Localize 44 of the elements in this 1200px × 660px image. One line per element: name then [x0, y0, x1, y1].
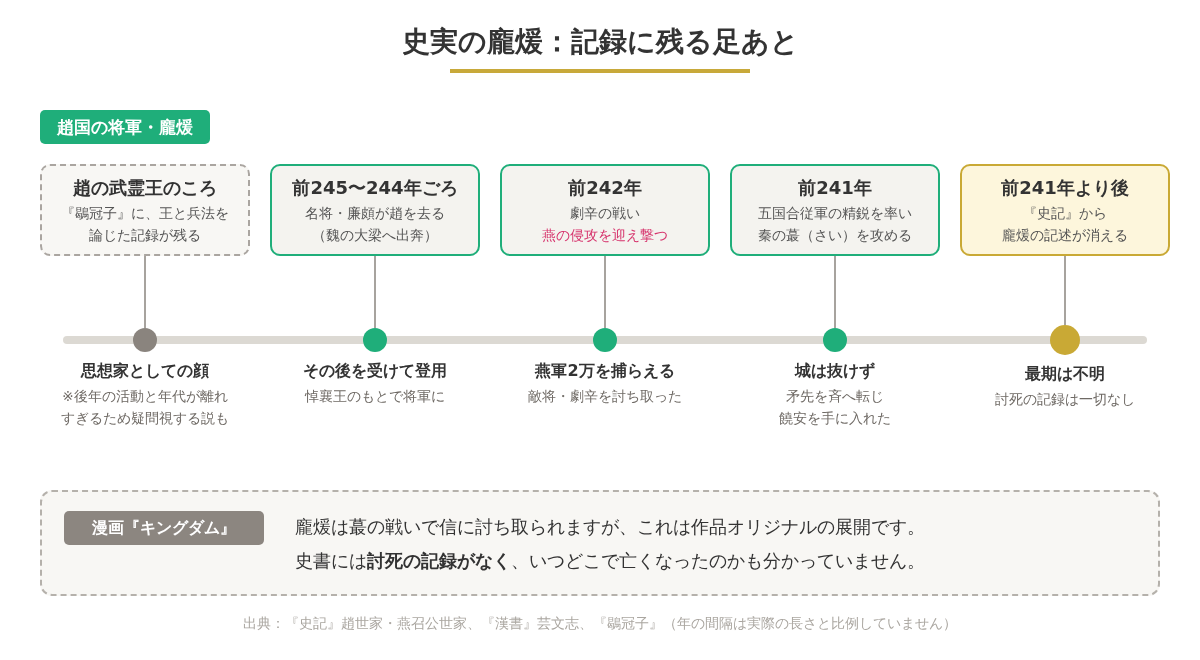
card-text: 『鶡冠子』に、王と兵法を	[61, 204, 229, 223]
card-text: （魏の大梁へ出奔）	[312, 226, 438, 245]
note-text: 龐煖は蕞の戦いで信に討ち取られますが、これは作品オリジナルの展開です。	[295, 515, 925, 539]
connector-line	[604, 255, 606, 329]
card-text: 名将・廉頗が趙を去る	[305, 204, 445, 223]
note-panel	[40, 490, 1160, 596]
milestone-note: 討死の記録は一切なし	[995, 390, 1135, 409]
card-text: 劇辛の戦い	[570, 204, 640, 223]
milestone-heading: 思想家としての顔	[81, 360, 209, 382]
milestone-heading: 燕軍2万を捕らえる	[535, 360, 675, 382]
event-card	[270, 164, 480, 256]
event-card	[500, 164, 710, 256]
card-heading: 前241年	[798, 176, 872, 200]
card-text: 『史記』から	[1023, 204, 1107, 223]
card-text: 燕の侵攻を迎え撃つ	[542, 226, 668, 245]
milestone-note: 矛先を斉へ転じ	[786, 387, 884, 406]
milestone-note: 敵将・劇辛を討ち取った	[528, 387, 682, 406]
card-text: 論じた記録が残る	[89, 226, 201, 245]
section-badge: 趙国の将軍・龐煖	[40, 110, 210, 144]
event-card	[730, 164, 940, 256]
event-card	[40, 164, 250, 256]
milestone-heading: 城は抜けず	[795, 360, 875, 382]
connector-line	[1064, 255, 1066, 326]
connector-line	[144, 255, 146, 329]
card-heading: 前245〜244年ごろ	[292, 176, 458, 200]
card-text: 五国合従軍の精鋭を率い	[758, 204, 912, 223]
milestone-heading: その後を受けて登用	[303, 360, 447, 382]
card-heading: 前241年より後	[1001, 176, 1129, 200]
connector-line	[374, 255, 376, 329]
milestone-note: ※後年の活動と年代が離れ	[62, 387, 228, 406]
diagram-title: 史実の龐煖：記録に残る足あと	[401, 24, 799, 60]
card-heading: 前242年	[568, 176, 642, 200]
card-heading: 趙の武霊王のころ	[73, 176, 217, 200]
source-tag: 漫画『キングダム』	[64, 511, 264, 545]
connector-line	[834, 255, 836, 329]
milestone-note: 饒安を手に入れた	[779, 409, 891, 428]
milestone-heading: 最期は不明	[1025, 363, 1105, 385]
note-text: 史書には討死の記録がなく、いつどこで亡くなったのかも分かっていません。	[295, 549, 925, 573]
milestone-note: すぎるため疑問視する説も	[61, 409, 229, 428]
card-text: 龐煖の記述が消える	[1002, 226, 1128, 245]
milestone-note: 悼襄王のもとで将軍に	[305, 387, 445, 406]
source-caption: 出典：『史記』趙世家・燕召公世家、『漢書』芸文志、『鶡冠子』（年の間隔は実際の長さと比例していません）	[243, 614, 957, 633]
card-text: 秦の蕞（さい）を攻める	[758, 226, 912, 245]
event-card	[960, 164, 1170, 256]
